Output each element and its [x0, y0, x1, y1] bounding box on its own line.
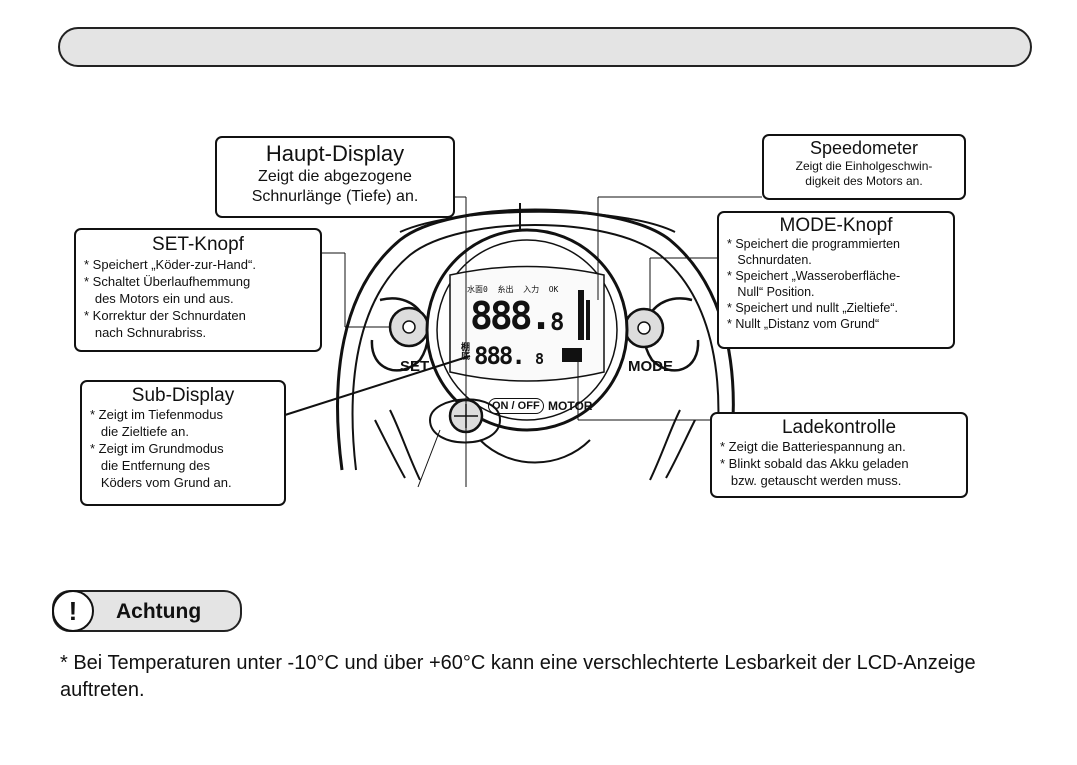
battery-icon — [562, 348, 582, 362]
sub-display-line: * Zeigt im Tiefenmodus — [90, 407, 223, 422]
speedometer-callout: Speedometer Zeigt die Einholgeschwin- di… — [762, 134, 966, 200]
sub-display-callout: Sub-Display * Zeigt im Tiefenmodus die Z… — [80, 380, 286, 506]
sub-display-line: die Entfernung des — [90, 458, 210, 473]
mode-knopf-title: MODE-Knopf — [779, 215, 893, 236]
sub-display-line: Köders vom Grund an. — [90, 475, 232, 490]
ladekontrolle-line: * Blinkt sobald das Akku geladen — [720, 456, 909, 471]
onoff-button[interactable]: ON / OFF — [488, 398, 544, 414]
mode-knopf-line: * Speichert und nullt „Zieltiefe“. — [727, 301, 898, 315]
warning-note: * Bei Temperaturen unter -10°C und über … — [60, 652, 976, 701]
set-knopf-line: nach Schnurabriss. — [84, 325, 207, 340]
warning-box: ! Achtung — [52, 590, 242, 632]
mode-knopf-line: * Speichert „Wasseroberfläche- — [727, 269, 901, 283]
sub-display-digits: 888. — [474, 342, 526, 370]
haupt-display-callout: Haupt-Display Zeigt die abgezogene Schnu… — [215, 136, 455, 218]
section-header-bar — [58, 27, 1032, 67]
set-knopf-title: SET-Knopf — [152, 234, 244, 255]
sub-display-line: * Zeigt im Grundmodus — [90, 441, 224, 456]
sub-display-side-label: 棚底 — [461, 343, 471, 362]
mode-knopf-line: * Nullt „Distanz vom Grund“ — [727, 317, 880, 331]
speedometer-line: Zeigt die Einholgeschwin- — [795, 159, 933, 173]
mode-knopf-line: Schnurdaten. — [727, 253, 812, 267]
main-display-decimal: 8 — [550, 308, 565, 336]
ladekontrolle-title: Ladekontrolle — [781, 417, 897, 438]
set-knopf-line: des Motors ein und aus. — [84, 291, 234, 306]
set-button[interactable]: SET — [400, 358, 430, 375]
mode-knopf-callout: MODE-Knopf * Speichert die programmierte… — [717, 211, 955, 349]
exclamation-icon: ! — [52, 590, 94, 632]
mode-knopf-line: Null“ Position. — [727, 285, 815, 299]
haupt-display-title: Haupt-Display — [265, 141, 405, 166]
haupt-display-line: Schnurlänge (Tiefe) an. — [251, 188, 419, 205]
main-display-digits: 888. — [470, 294, 552, 338]
ladekontrolle-line: * Zeigt die Batteriespannung an. — [720, 439, 906, 454]
ladekontrolle-line: bzw. getauscht werden muss. — [720, 473, 902, 488]
set-knopf-line: * Speichert „Köder-zur-Hand“. — [84, 257, 256, 272]
ladekontrolle-callout: Ladekontrolle * Zeigt die Batteriespannu… — [710, 412, 968, 498]
set-knopf-line: * Schaltet Überlaufhemmung — [84, 274, 251, 289]
set-knopf-callout: SET-Knopf * Speichert „Köder-zur-Hand“. … — [74, 228, 322, 352]
sub-display-decimal: 8 — [535, 350, 545, 368]
haupt-display-line: Zeigt die abgezogene — [258, 168, 412, 185]
lcd-top-labels: 水面0 糸出 入力 OK — [467, 285, 559, 294]
mode-knopf-line: * Speichert die programmierten — [727, 237, 900, 251]
warning-title: Achtung — [116, 600, 202, 623]
motor-label: MOTOR — [548, 399, 593, 413]
set-knopf-line: * Korrektur der Schnurdaten — [84, 308, 246, 323]
sub-display-title: Sub-Display — [131, 385, 235, 406]
mode-button[interactable]: MODE — [628, 358, 673, 375]
sub-display-line: die Zieltiefe an. — [90, 424, 189, 439]
speedometer-line: digkeit des Motors an. — [805, 174, 923, 188]
speedometer-title: Speedometer — [809, 138, 919, 158]
